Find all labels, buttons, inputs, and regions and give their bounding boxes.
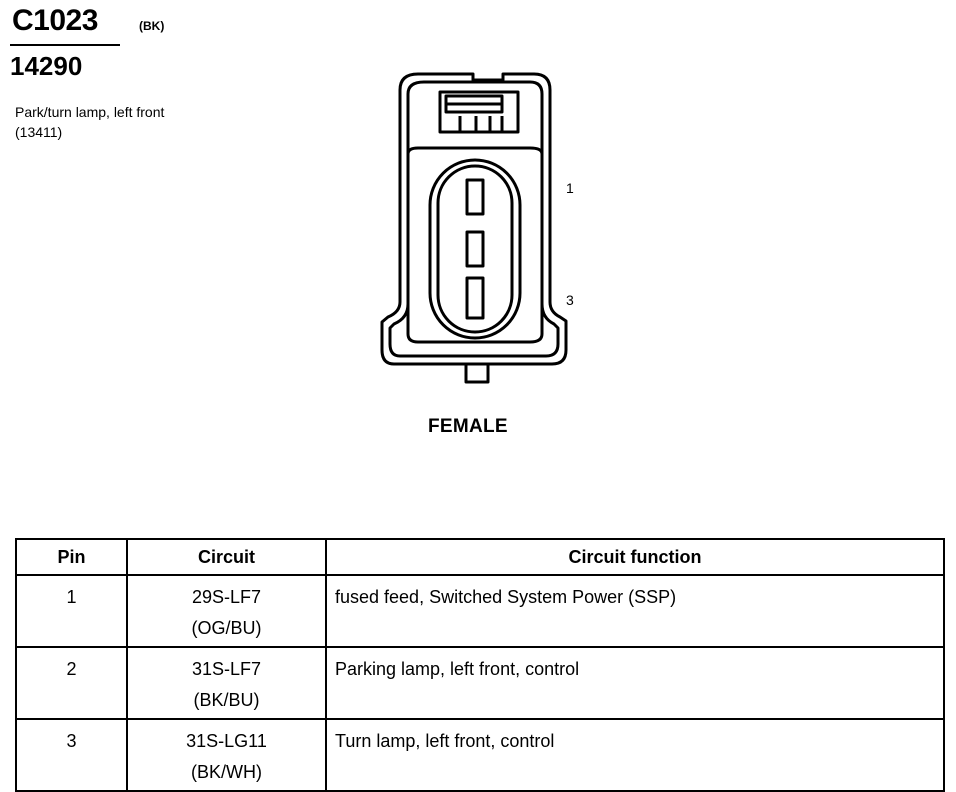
pin-1-terminal — [465, 178, 485, 216]
connector-gender: FEMALE — [428, 416, 508, 437]
circuit-code: 31S-LF7 — [191, 659, 262, 679]
connector-description: Park/turn lamp, left front (13411) — [15, 104, 165, 140]
housing-outline — [380, 72, 568, 366]
housing-inner-outline — [388, 80, 560, 358]
connector-color: (BK) — [139, 19, 165, 33]
wire-color: (BK/WH) — [191, 762, 262, 782]
table-row: 1 29S-LF7 (OG/BU) fused feed, Switched S… — [15, 574, 945, 648]
pin-cell: 3 — [15, 718, 128, 792]
function-cell: Parking lamp, left front, control — [325, 646, 945, 720]
terminal-cavity-inner — [436, 164, 514, 334]
table-row: 3 31S-LG11 (BK/WH) Turn lamp, left front… — [15, 718, 945, 792]
part-number: 14290 — [10, 51, 83, 81]
function-cell: fused feed, Switched System Power (SSP) — [325, 574, 945, 648]
wire-color: (BK/BU) — [193, 690, 260, 710]
locking-tab — [438, 90, 520, 134]
circuit-code: 31S-LG11 — [186, 731, 267, 751]
function-cell: Turn lamp, left front, control — [325, 718, 945, 792]
table-header-row: Pin Circuit Circuit function — [15, 538, 945, 576]
connector-id: C1023 — [12, 4, 98, 37]
pin-2-terminal — [465, 230, 485, 268]
terminal-cavity — [428, 158, 522, 340]
bottom-post — [464, 362, 490, 384]
circuit-cell: 29S-LF7 (OG/BU) — [126, 574, 327, 648]
pin-cell: 2 — [15, 646, 128, 720]
pin-label-3: 3 — [566, 292, 574, 308]
circuit-cell: 31S-LF7 (BK/BU) — [126, 646, 327, 720]
pinout-table: Pin Circuit Circuit function 1 29S-LF7 (… — [15, 538, 945, 792]
circuit-code: 29S-LF7 — [191, 587, 262, 607]
terminal-cavity-outer — [406, 146, 544, 344]
table-row: 2 31S-LF7 (BK/BU) Parking lamp, left fro… — [15, 646, 945, 720]
circuit-cell: 31S-LG11 (BK/WH) — [126, 718, 327, 792]
header-circuit: Circuit — [126, 538, 327, 576]
wire-color: (OG/BU) — [191, 618, 262, 638]
pin-label-1: 1 — [566, 180, 574, 196]
pin-3-terminal — [465, 276, 485, 320]
pin-cell: 1 — [15, 574, 128, 648]
header-pin: Pin — [15, 538, 128, 576]
connector-face-diagram — [380, 72, 568, 384]
id-divider — [10, 44, 120, 46]
header-circuit-function: Circuit function — [325, 538, 945, 576]
